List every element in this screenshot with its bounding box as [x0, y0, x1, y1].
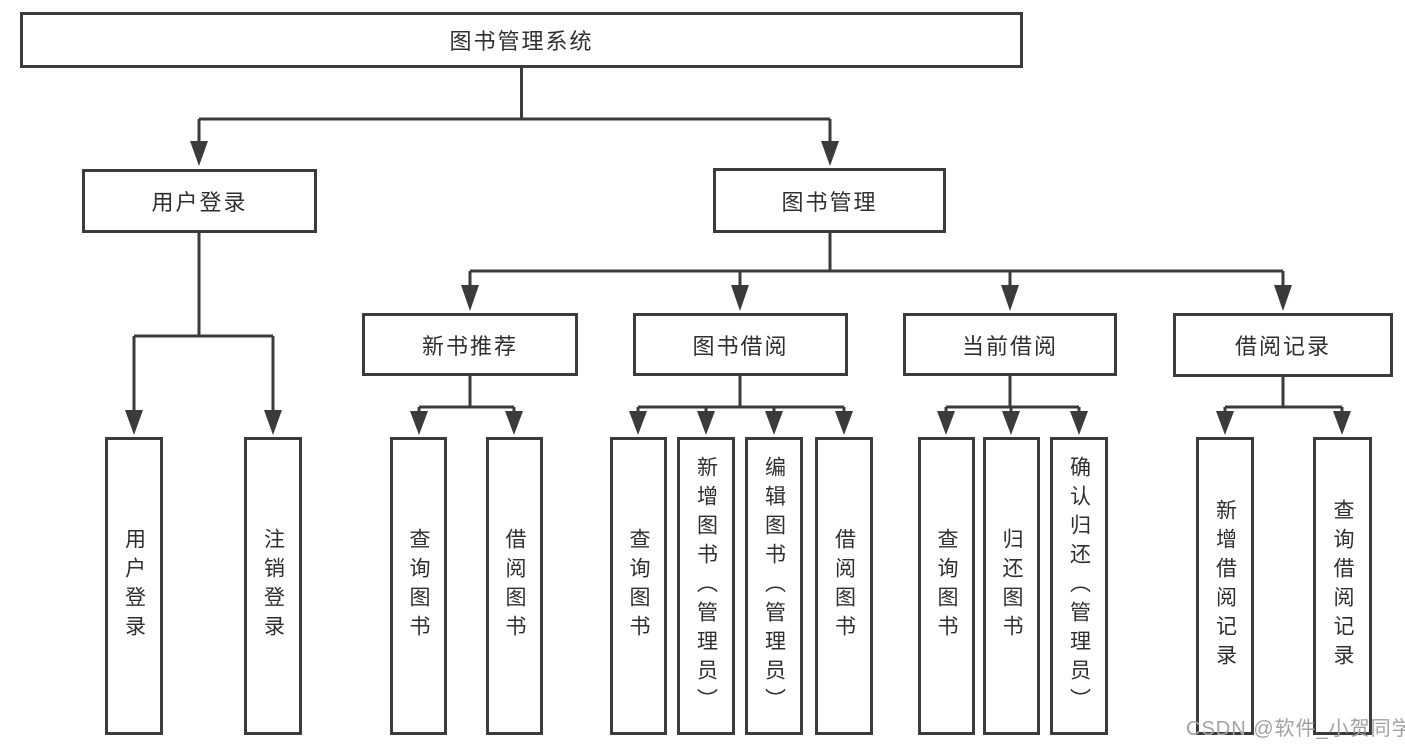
leaf-query-books-current: 查询图书 [918, 437, 975, 735]
node-label: 图书管理 [781, 189, 878, 215]
node-label: 当前借阅 [961, 333, 1058, 359]
node-label: 借阅图书 [832, 528, 856, 644]
node-label: 查询图书 [935, 528, 958, 644]
node-book-borrowing: 图书借阅 [633, 313, 848, 376]
leaf-add-borrow-record: 新增借阅记录 [1196, 437, 1254, 735]
node-new-book-recommendation: 新书推荐 [362, 313, 578, 376]
node-label: 新增借阅记录 [1213, 499, 1237, 673]
node-label: 确认归还（管理员） [1067, 455, 1091, 717]
leaf-query-books-recommend: 查询图书 [390, 437, 447, 735]
node-label: 图书借阅 [692, 333, 789, 359]
node-label: 注销登录 [261, 528, 285, 644]
leaf-confirm-return-admin: 确认归还（管理员） [1050, 437, 1108, 735]
leaf-borrow-books-recommend: 借阅图书 [486, 437, 543, 735]
node-label: 图书管理系统 [449, 29, 594, 54]
node-current-borrowing: 当前借阅 [903, 313, 1117, 376]
node-label: 查询图书 [627, 528, 650, 644]
leaf-query-borrow-record: 查询借阅记录 [1313, 437, 1372, 735]
node-label: 新增图书（管理员） [694, 455, 718, 717]
watermark: CSDN @软件_小贺同学 [1186, 718, 1405, 740]
node-label: 归还图书 [1000, 528, 1023, 644]
leaf-add-books-admin: 新增图书（管理员） [677, 437, 735, 735]
node-library-system: 图书管理系统 [20, 12, 1023, 68]
node-label: 新书推荐 [421, 333, 518, 359]
leaf-borrow-books-borrowing: 借阅图书 [815, 437, 873, 735]
node-label: 借阅图书 [503, 528, 526, 644]
leaf-query-books-borrowing: 查询图书 [610, 437, 667, 735]
node-borrowing-records: 借阅记录 [1173, 313, 1393, 377]
leaf-logout: 注销登录 [244, 437, 302, 735]
leaf-edit-books-admin: 编辑图书（管理员） [745, 437, 803, 735]
node-book-management: 图书管理 [713, 168, 946, 233]
node-label: 编辑图书（管理员） [762, 455, 786, 717]
node-user-login: 用户登录 [82, 169, 317, 233]
node-label: 查询借阅记录 [1331, 499, 1354, 673]
node-label: 查询图书 [407, 528, 430, 644]
node-label: 用户登录 [151, 190, 248, 215]
leaf-return-books: 归还图书 [983, 437, 1040, 735]
node-label: 用户登录 [122, 528, 146, 644]
leaf-user-login: 用户登录 [105, 437, 163, 735]
node-label: 借阅记录 [1234, 334, 1331, 359]
